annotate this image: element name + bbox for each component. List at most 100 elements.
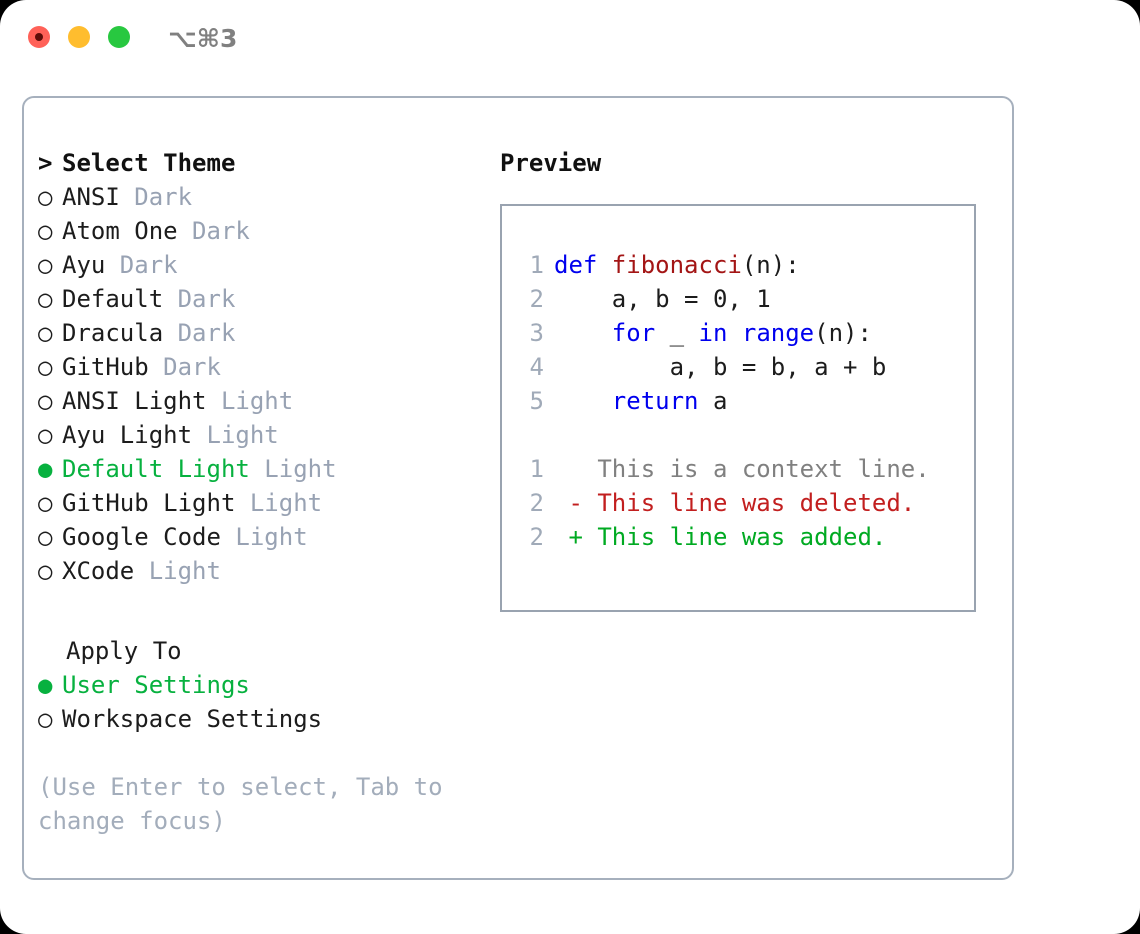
diff-line-number: 2 [529,523,544,551]
theme-list-item[interactable]: ●Default Light Light [38,452,488,486]
theme-list-item[interactable]: ○ XCode Light [38,554,488,588]
radio-unselected-icon[interactable]: ○ [38,353,53,381]
code-token: range [741,319,815,347]
apply-to-option-label: User Settings [62,671,250,699]
keyboard-hint-text: (Use Enter to select, Tab to change focu… [38,773,443,835]
radio-unselected-icon[interactable]: ○ [38,705,53,733]
apply-to-option[interactable]: ● User Settings [38,668,488,702]
traffic-light-buttons [28,26,130,48]
minimize-button[interactable] [68,26,90,48]
theme-list-item[interactable]: ○ Google Code Light [38,520,488,554]
theme-list-item[interactable]: ○Ayu Light Light [38,418,488,452]
code-line: 3 for _ in range(n): [516,316,930,350]
theme-name: GitHub Light [62,489,250,517]
caret-icon: > [38,149,53,177]
diff-text: This is a context line. [597,455,930,483]
code-line-number: 2 [529,285,544,313]
diff-line-number: 1 [529,455,544,483]
code-token: a, b = b, a + b [554,353,887,381]
code-line: 4 a, b = b, a + b [516,350,930,384]
theme-list-item[interactable]: ○ANSI Dark [38,180,488,214]
apply-to-list: ● User Settings ○Workspace Settings [38,668,488,736]
theme-name: Default Light [62,455,265,483]
keyboard-shortcut-label: ⌥⌘3 [168,24,238,53]
theme-list-item[interactable]: ○ Dracula Dark [38,316,488,350]
code-token: for [611,319,656,347]
theme-name: Dracula [62,319,178,347]
diff-marker: + [554,523,598,551]
list-spacer [38,588,488,634]
apply-to-option[interactable]: ○Workspace Settings [38,702,488,736]
code-token: return [611,387,699,415]
theme-list-item[interactable]: ○Ayu Dark [38,248,488,282]
theme-list-item[interactable]: ○ ANSI Light Light [38,384,488,418]
theme-list-item[interactable]: ○ Atom One Dark [38,214,488,248]
diff-line: 2 - This line was deleted. [516,486,930,520]
radio-unselected-icon[interactable]: ○ [38,421,53,449]
diff-line-number: 2 [529,489,544,517]
diff-line: 1 This is a context line. [516,452,930,486]
theme-variant-badge: Dark [119,251,178,279]
code-line-number: 1 [529,251,544,279]
theme-list-item[interactable]: ○ Default Dark [38,282,488,316]
code-line: 2 a, b = 0, 1 [516,282,930,316]
radio-unselected-icon[interactable]: ○ [38,217,53,245]
theme-name: ANSI [62,183,135,211]
theme-variant-badge: Dark [163,353,221,381]
radio-unselected-icon[interactable]: ○ [38,319,53,347]
code-line-number: 4 [529,353,544,381]
radio-unselected-icon[interactable]: ○ [38,251,53,279]
radio-unselected-icon[interactable]: ○ [38,489,53,517]
code-token: in [698,319,728,347]
theme-name: Default [62,285,178,313]
code-token: _ [655,319,699,347]
theme-name: XCode [62,557,149,585]
radio-selected-icon[interactable]: ● [38,671,53,699]
maximize-button[interactable] [108,26,130,48]
code-token: fibonacci [611,251,742,279]
radio-unselected-icon[interactable]: ○ [38,387,53,415]
diff-marker: - [554,489,598,517]
theme-name: ANSI Light [62,387,221,415]
diff-text: This line was deleted. [597,489,916,517]
code-token: (n): [741,251,800,279]
radio-unselected-icon[interactable]: ○ [38,183,53,211]
radio-unselected-icon[interactable]: ○ [38,523,53,551]
diff-line: 2 + This line was added. [516,520,930,554]
theme-name: Atom One [62,217,193,245]
code-token: (n): [814,319,872,347]
radio-unselected-icon[interactable]: ○ [38,557,53,585]
code-diff-separator [516,418,930,452]
theme-variant-badge: Light [220,387,294,415]
select-theme-label: Select Theme [62,149,236,177]
theme-variant-badge: Light [235,523,308,551]
theme-variant-badge: Light [148,557,221,585]
theme-picker-panel: >Select Theme ○ANSI Dark○Atom One Dark○A… [22,96,1014,880]
theme-variant-badge: Dark [177,319,236,347]
diff-text: This line was added. [597,523,887,551]
close-button[interactable] [28,26,50,48]
select-theme-header: > Select Theme [38,146,488,180]
code-token [727,319,741,347]
theme-list: ○ANSI Dark○Atom One Dark○Ayu Dark○Defaul… [38,180,488,588]
code-token: a [698,387,728,415]
theme-list-item[interactable]: ○GitHub Dark [38,350,488,384]
apply-to-label: Apply To [66,637,182,665]
code-line: 5 return a [516,384,930,418]
code-line-number: 5 [529,387,544,415]
theme-name: Google Code [62,523,236,551]
theme-list-item[interactable]: ○ GitHub Light Light [38,486,488,520]
theme-list-column: >Select Theme ○ANSI Dark○Atom One Dark○A… [38,146,488,838]
radio-selected-icon[interactable]: ● [38,455,53,483]
preview-title: Preview [500,149,602,177]
theme-variant-badge: Dark [177,285,236,313]
theme-variant-badge: Light [249,489,323,517]
code-line-number: 3 [529,319,544,347]
theme-variant-badge: Dark [192,217,250,245]
radio-unselected-icon[interactable]: ○ [38,285,53,313]
